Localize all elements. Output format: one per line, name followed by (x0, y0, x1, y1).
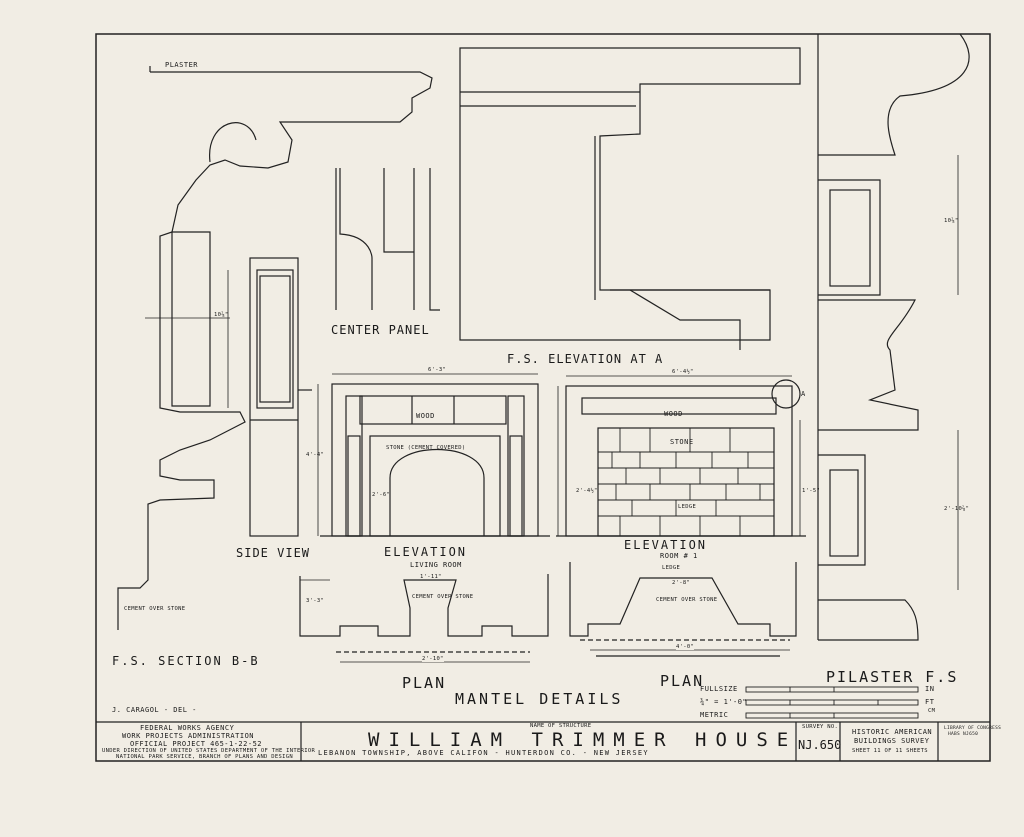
wpa-name: WORK PROJECTS ADMINISTRATION (122, 732, 255, 740)
mantel-details-label: MANTEL DETAILS (455, 690, 624, 708)
habs-line-2: BUILDINGS SURVEY (854, 737, 930, 745)
library-line-2: HABS NJ650 (948, 732, 979, 737)
dim-label: 10⅞" (214, 312, 229, 318)
sheet-number: SHEET 11 OF 11 SHEETS (852, 748, 928, 754)
pilaster-detail (817, 33, 970, 641)
dim-label: 2'-6" (372, 492, 391, 498)
ledge-label: LEDGE (678, 504, 697, 510)
survey-number: NJ.650 (798, 738, 842, 752)
structure-location: LEBANON TOWNSHIP, ABOVE CALIFON - HUNTER… (318, 749, 649, 757)
plaster-label: PLASTER (165, 61, 199, 69)
living-room-label: LIVING ROOM (410, 561, 462, 569)
agency-name: FEDERAL WORKS AGENCY (140, 724, 235, 732)
habs-line-1: HISTORIC AMERICAN (852, 728, 933, 736)
side-view-label: SIDE VIEW (236, 546, 311, 560)
dim-label: 3'-3" (306, 598, 325, 604)
official-project: OFFICIAL PROJECT 465-1-22-52 (130, 740, 263, 748)
stone-label: STONE (670, 438, 694, 446)
center-panel-label: CENTER PANEL (331, 323, 430, 337)
sheet-border (95, 33, 991, 762)
scale-unit-ft: FT (925, 698, 935, 706)
cement-over-stone-label: CEMENT OVER STONE (124, 606, 186, 612)
dim-label: 10⅞" (944, 218, 959, 224)
elevation-living-label: ELEVATION (384, 545, 468, 559)
living-room-mantel (331, 383, 539, 537)
center-panel-detail (335, 168, 440, 311)
side-view (249, 257, 299, 537)
wood-label: WOOD (416, 412, 435, 420)
room1-mantel (565, 385, 793, 537)
graphic-scales (745, 686, 919, 719)
survey-no-caption: SURVEY NO. (802, 724, 839, 730)
scale-fullsize-label: FULLSIZE (700, 685, 738, 693)
direction-line: UNDER DIRECTION OF UNITED STATES DEPARTM… (102, 748, 316, 754)
dim-label: 4'-0" (676, 644, 695, 650)
elevation-room1-label: ELEVATION (624, 538, 708, 552)
callout-a-circle (771, 379, 801, 409)
plan-right-label: PLAN (660, 672, 705, 690)
cement-over-stone-label: CEMENT OVER STONE (412, 594, 474, 600)
dim-label: 2'-8" (672, 580, 691, 586)
stone-coursing (598, 428, 774, 536)
room1-label: ROOM # 1 (660, 552, 698, 560)
dim-label: 2'-4½" (576, 488, 598, 494)
ledge-label: LEDGE (662, 565, 681, 571)
callout-a: A (801, 390, 806, 398)
plan-left-label: PLAN (402, 674, 447, 692)
scale-metric-label: METRIC (700, 711, 729, 719)
living-room-plan (299, 574, 549, 637)
section-bb-profile (117, 66, 433, 630)
name-of-structure-caption: NAME OF STRUCTURE (530, 723, 592, 729)
dim-label: 6'-3" (428, 367, 447, 373)
scale-unit-in: IN (925, 685, 935, 693)
pilaster-label: PILASTER F.S (826, 668, 959, 686)
dim-label: 1'-5" (802, 488, 821, 494)
structure-name: WILLIAM TRIMMER HOUSE (368, 729, 798, 751)
stone-cement-label: STONE (CEMENT COVERED) (386, 445, 466, 451)
library-line-1: LIBRARY OF CONGRESS (944, 726, 1002, 731)
dim-label: 6'-4½" (672, 369, 694, 375)
dim-label: 4'-4" (306, 452, 325, 458)
wood-label: WOOD (664, 410, 683, 418)
nps-line: NATIONAL PARK SERVICE, BRANCH OF PLANS A… (116, 754, 293, 760)
fs-elevation-cornice (459, 47, 801, 341)
room1-plan (569, 562, 797, 637)
fs-section-label: F.S. SECTION B-B (112, 654, 260, 668)
delineator-credit: J. CARAGOL - DEL - (112, 706, 197, 714)
dim-label: 1'-11" (420, 574, 442, 580)
dim-label: 2'-10⅞" (944, 506, 970, 512)
cement-over-stone-label: CEMENT OVER STONE (656, 597, 718, 603)
dim-label: 2'-10" (422, 656, 444, 662)
scale-unit-cm: CM (928, 708, 936, 714)
scale-quarter-label: ¾" = 1'-0" (700, 698, 748, 706)
fs-elevation-label: F.S. ELEVATION AT A (507, 352, 664, 366)
